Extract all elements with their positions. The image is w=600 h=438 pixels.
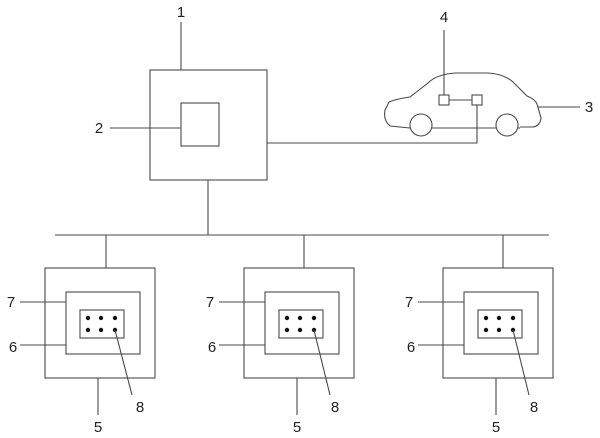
panel-dot (297, 327, 303, 333)
label-dot-panel-left: 8 (136, 399, 144, 416)
panel-dot (98, 327, 104, 333)
panel-dot (483, 327, 489, 333)
station-dot-panel (477, 309, 523, 339)
server-module-box (180, 102, 220, 147)
leader-line-8-center (313, 329, 331, 396)
server-vehicle-link (267, 104, 478, 144)
car-body-outline (384, 72, 542, 129)
panel-dot (85, 315, 91, 321)
panel-dot (85, 327, 91, 333)
vehicle-unit-box-b (471, 94, 483, 106)
station-dot-panel (278, 309, 324, 339)
label-middle-frame-left: 7 (7, 294, 15, 311)
panel-dot (284, 327, 290, 333)
label-middle-frame-center: 7 (206, 294, 214, 311)
panel-dot (297, 315, 303, 321)
server-unit (149, 69, 268, 181)
car-wheel-rear (495, 113, 519, 137)
label-station-center: 5 (293, 419, 301, 436)
label-dot-panel-right: 8 (530, 399, 538, 416)
panel-dot (483, 315, 489, 321)
label-middle-frame-right: 7 (405, 294, 413, 311)
panel-dot (112, 315, 118, 321)
label-vehicle: 3 (585, 99, 593, 116)
panel-dot (98, 315, 104, 321)
panel-dot (496, 327, 502, 333)
label-station-left: 5 (94, 419, 102, 436)
label-dot-panel-center: 8 (331, 399, 339, 416)
vehicle-unit-box-a (438, 94, 450, 106)
vehicle (384, 72, 542, 137)
panel-dot (510, 315, 516, 321)
leader-line-8-left (114, 329, 133, 396)
station-middle-frame (65, 291, 141, 355)
station-left (44, 267, 156, 379)
leader-line-8-right (512, 329, 530, 396)
label-inner-unit-right: 6 (407, 339, 415, 356)
label-server: 1 (177, 4, 185, 21)
label-inner-unit-center: 6 (208, 339, 216, 356)
station-right (442, 267, 554, 379)
label-server-module: 2 (95, 120, 103, 137)
panel-dot (311, 315, 317, 321)
label-station-right: 5 (492, 419, 500, 436)
label-inner-unit-left: 6 (9, 339, 17, 356)
station-center (243, 267, 355, 379)
car-wheel-front (409, 113, 433, 137)
panel-dot (496, 315, 502, 321)
station-dot-panel (79, 309, 125, 339)
label-vehicle-unit: 4 (440, 9, 448, 26)
panel-dot (284, 315, 290, 321)
